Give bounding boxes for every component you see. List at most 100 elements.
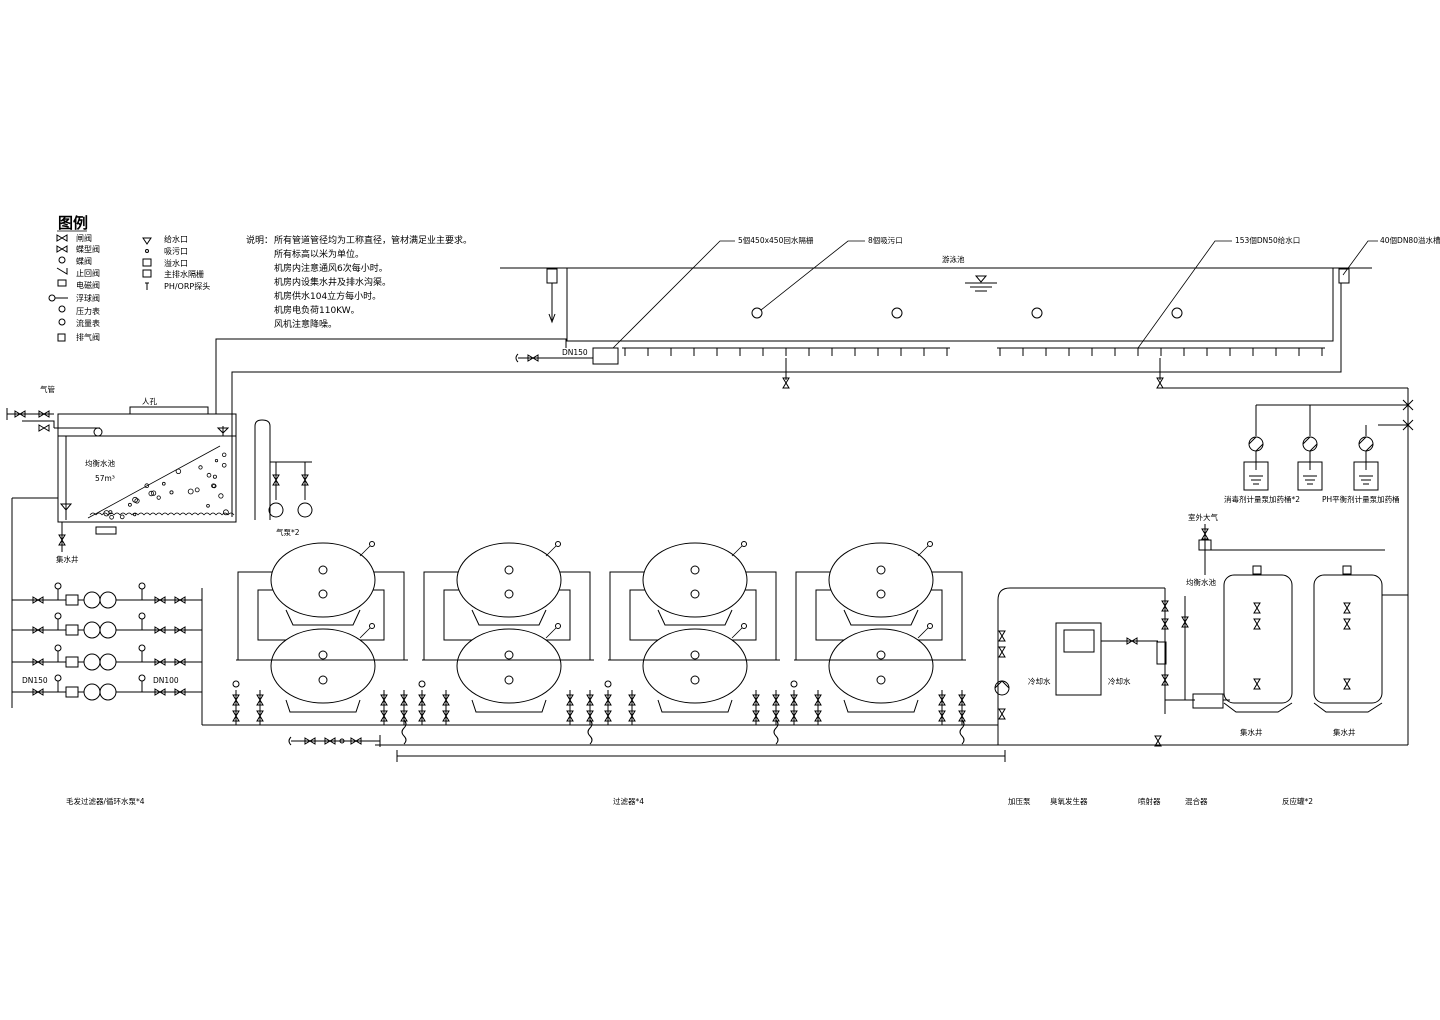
pressure-gauge-icon [604, 680, 612, 688]
filter-tank-bottom [642, 628, 748, 704]
filter-tank-top [642, 542, 748, 618]
note-line: 机房内注意通风6次每小时。 [274, 262, 388, 274]
filter-unit [418, 541, 594, 745]
filter-tank-top [456, 542, 562, 618]
hair-filter [65, 624, 79, 636]
caption-filters: 过滤器*4 [613, 796, 644, 806]
air-bubble [109, 514, 114, 520]
diffuser-mark [185, 512, 193, 516]
diffuser-mark [143, 512, 151, 516]
diffuser-mark [203, 512, 211, 516]
legend-label: 流量表 [76, 318, 100, 328]
air-bubble [214, 458, 219, 463]
pool-callout: 5個450x450回水隔栅 [738, 235, 814, 245]
diffuser-mark [191, 512, 199, 516]
pump-icon [83, 653, 101, 671]
air-bubble [127, 502, 132, 507]
diffuser-mark [101, 512, 109, 516]
dn-left: DN150 [22, 676, 48, 685]
pump-row [12, 582, 202, 609]
filter-unit [790, 541, 966, 745]
vent-valve-icon [741, 541, 747, 547]
pump-icon [99, 683, 117, 701]
filter-tank-bottom [456, 628, 562, 704]
pool-pipe-dn: DN150 [562, 348, 588, 357]
dosing-drum [1243, 451, 1269, 491]
legend-label: 吸污口 [164, 246, 188, 256]
legend-label: 给水口 [164, 234, 188, 244]
legend-title: 图例 [58, 214, 88, 232]
diffuser-mark [113, 512, 121, 516]
legend-labels-1: 闸阀 蝶型阀 蝶阀 止回阀 电磁阀 浮球阀 压力表 流量表 排气阀 [76, 234, 100, 342]
legend-label: 蝶型阀 [76, 244, 100, 254]
filter-tank-bottom [828, 628, 934, 704]
diffuser-mark [173, 512, 181, 516]
vent-valve-icon [927, 541, 933, 547]
diffuser-mark [107, 512, 115, 516]
air-bubble [162, 481, 166, 486]
pump-icon [83, 591, 101, 609]
vent-valve-icon [369, 541, 375, 547]
dosing-drum [1297, 451, 1323, 491]
hair-filter [65, 656, 79, 668]
sump-label: 集水井 [56, 554, 79, 564]
diffuser-mark [131, 512, 139, 516]
legend-labels-2: 给水口 吸污口 溢水口 主排水隔栅 PH/ORP探头 [164, 234, 210, 291]
air-bubble [194, 487, 200, 493]
air-bubble [212, 474, 217, 479]
pressure-gauge-icon [54, 674, 62, 682]
air-bubble [144, 483, 150, 489]
note-line: 机房内设集水井及排水沟渠。 [274, 276, 391, 288]
pressure-gauge-icon [232, 680, 240, 688]
note-line: 所有管道管径均为工称直径，管材满足业主要求。 [274, 234, 472, 246]
ozone-treatment: 冷却水 冷却水 室外大气 均衡水池 集水井 集水井 [994, 387, 1414, 745]
legend-label: 蝶阀 [76, 256, 92, 266]
filter-tank-top [270, 542, 376, 618]
legend-label: 压力表 [76, 306, 100, 316]
hair-filter [65, 686, 79, 698]
air-bubble [221, 452, 227, 457]
filter-unit [232, 541, 408, 745]
air-bubble [156, 495, 161, 500]
pump-icon [99, 653, 117, 671]
dosing-right-label: PH平衡剂计量泵加药桶 [1322, 494, 1400, 504]
notes: 说明： 所有管道管径均为工称直径，管材满足业主要求。 所有标高以米为单位。 机房… [246, 234, 472, 330]
air-bubble [119, 514, 125, 520]
air-pump-label: 气泵*2 [276, 527, 300, 537]
air-bubble [187, 488, 194, 495]
pressure-gauge-icon [418, 680, 426, 688]
air-bubble [222, 509, 229, 516]
outdoor-air-label: 室外大气 [1188, 512, 1218, 522]
diffuser-mark [227, 512, 235, 516]
pressure-gauge-icon [54, 612, 62, 620]
sump-label-1: 集水井 [1240, 727, 1263, 737]
legend-label: 闸阀 [76, 234, 92, 243]
air-bubble [132, 496, 139, 503]
hair-filter [65, 594, 79, 606]
air-bubble [133, 512, 137, 517]
pressure-gauge-icon [54, 582, 62, 590]
diffuser-mark [149, 512, 157, 516]
vent-valve-icon [369, 623, 375, 629]
legend-label: 排气阀 [76, 332, 100, 342]
water-level-icon [965, 275, 997, 292]
vent-valve-icon [555, 623, 561, 629]
air-bubble [108, 510, 113, 515]
pressure-gauge-icon [138, 582, 146, 590]
dosing-left-label: 消毒剂计量泵加药桶*2 [1224, 494, 1300, 504]
diffuser-mark [221, 512, 229, 516]
caption-reactor: 反应罐*2 [1282, 796, 1313, 806]
notes-heading: 说明： [246, 234, 273, 246]
diffuser-mark [167, 512, 175, 516]
note-line: 机房供水104立方每小时。 [274, 290, 381, 302]
pressure-gauge-icon [790, 680, 798, 688]
air-bubble [221, 462, 227, 468]
air-bubble [218, 493, 224, 499]
pump-icon [99, 621, 117, 639]
legend-label: 浮球阀 [76, 293, 100, 303]
vent-valve-icon [927, 623, 933, 629]
legend-symbols-1 [48, 234, 68, 342]
pool-callout: 8個吸污口 [868, 235, 903, 245]
pool-name: 游泳池 [942, 254, 965, 264]
